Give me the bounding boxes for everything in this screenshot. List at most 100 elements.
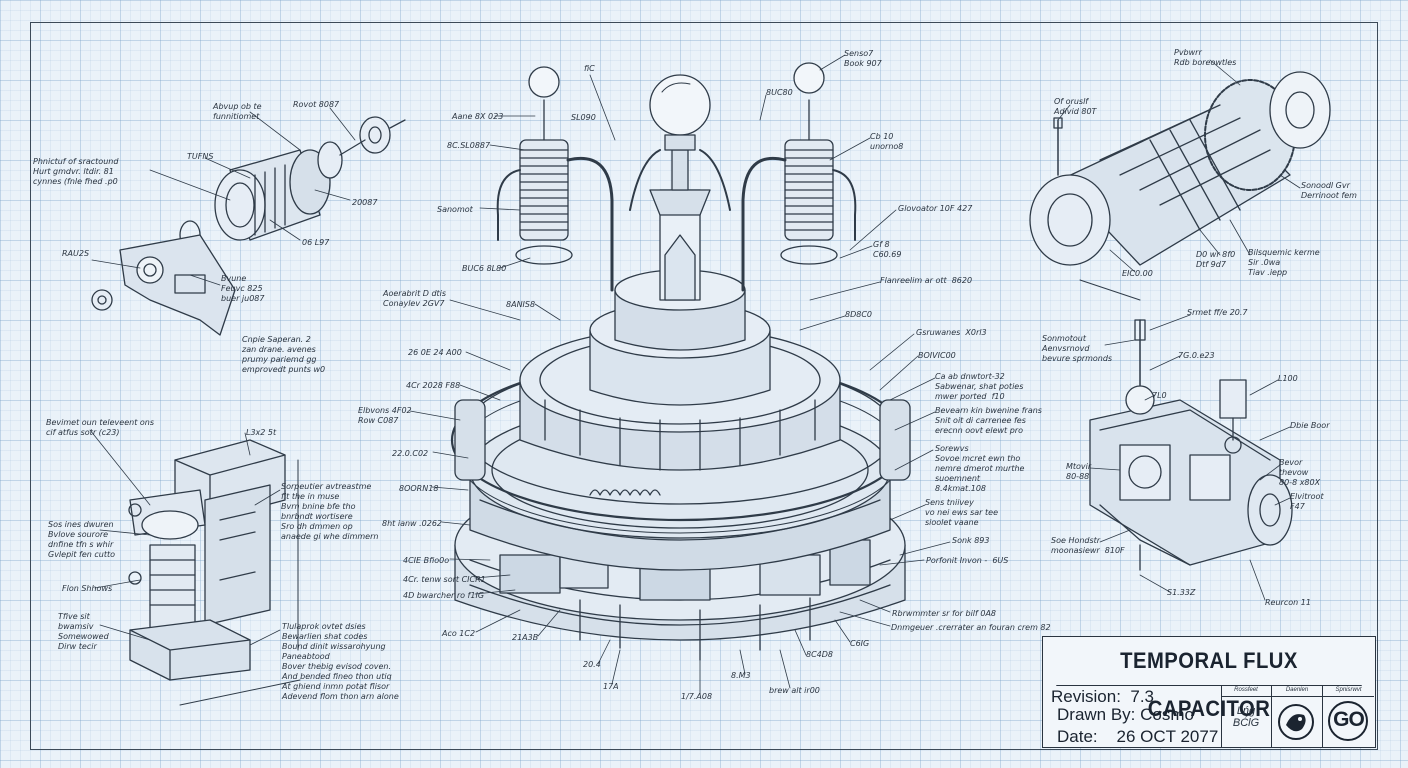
callout-label: Of oruslf Adivid 80T (1054, 97, 1097, 116)
callout-label: 4Cr. tenw sort CICR1 (403, 575, 486, 584)
go-logo-icon (1328, 701, 1368, 741)
drawing-frame (30, 22, 1378, 750)
callout-label: Elvitroot F47 (1290, 492, 1324, 511)
callout-label: Bilsquemic kerme Sir .0wa Tiav .iepp (1248, 248, 1320, 277)
callout-label: S1.33Z (1167, 588, 1196, 597)
callout-label: L3x2 5t (246, 428, 277, 437)
callout-label: 22.0.C02 (392, 449, 429, 458)
title-block-info: Revision: 7.3 Drawn By: Cosmo Date: 26 O… (1043, 685, 1222, 747)
callout-label: Cb 10 unorno8 (870, 132, 904, 151)
callout-label: C6IG (850, 639, 870, 648)
title-cell-2: Daenlen (1272, 685, 1323, 747)
callout-label: 8UC80 (766, 88, 793, 97)
callout-label: 26 0E 24 A00 (408, 348, 462, 357)
callout-label: Flanreelim ar ott 8620 (880, 276, 973, 285)
cell-header-3: Spnisrwvt (1323, 685, 1374, 697)
callout-label: RAU2S (62, 249, 90, 258)
cell-header-2: Daenlen (1272, 685, 1322, 697)
bottom-left-block-detail (128, 439, 301, 706)
cell-1-text: Lńg BĆlG (1232, 705, 1260, 729)
callout-label: 8ht ianw .0262 (382, 519, 443, 528)
callout-label: Srmet ff/e 20.7 (1187, 308, 1248, 317)
callout-label: SL090 (571, 113, 596, 122)
title-cell-3: Spnisrwvt GO (1323, 685, 1374, 747)
callout-label: Gsruwanes X0rl3 (916, 328, 987, 337)
callout-label: Sorpeutier avtreastme fit the in muse Bv… (281, 482, 379, 541)
callout-label: Bvune Feuvc 825 buer ju087 (221, 274, 265, 303)
callout-label: Soe Hondstr moonasiewr 810F (1051, 536, 1125, 555)
top-right-rotor-detail (1029, 71, 1331, 301)
callout-label: Porfonit Invon - 6US (926, 556, 1009, 565)
callout-label: 8C.SL0887 (447, 141, 491, 150)
callout-label: Tfive sit bwamsiv Somewowed Dirw tecir (58, 612, 109, 651)
callout-label: 8.M3 (731, 671, 751, 680)
callout-label: Bevor thevow 80-8 x80X (1279, 458, 1321, 487)
callout-label: 7G.0.e23 (1178, 351, 1215, 360)
callout-label: 7L0 (1152, 391, 1167, 400)
go-logo-text: GO (1333, 708, 1365, 731)
callout-label: 20087 (352, 198, 378, 207)
callout-label: TUFNS (187, 152, 214, 161)
callout-label: Cnpie Saperan. 2 zan drane. avenes prumy… (242, 335, 326, 374)
callout-label: Bevearn kin bwenine frans Snit oit di ca… (935, 406, 1042, 435)
title-cell-1: Rossfeet Lńg BĆlG (1221, 685, 1272, 747)
revision-label: Revision: 7.3 (1051, 687, 1154, 706)
bottom-right-drive-detail (1089, 319, 1293, 571)
date-label: Date: 26 OCT 2077 (1057, 727, 1219, 746)
top-left-coupling-detail (91, 116, 406, 336)
callout-label: Sonmotout Aenvsrnovd bevure sprmonds (1042, 334, 1113, 363)
cell-header-1: Rossfeet (1221, 685, 1271, 697)
callout-label: Glovoator 10F 427 (898, 204, 973, 213)
callout-label: Pvbwrr Rdb boreowtles (1174, 48, 1237, 67)
callout-label: Aoerabrit D dtis Conaylev 2GV7 (383, 289, 447, 308)
callout-label: Sos ines dwuren Bvlove sourore dnfine tf… (48, 520, 116, 559)
callout-label: brew alt ir00 (769, 686, 820, 695)
callout-label: 4Cr 2028 F88 (406, 381, 461, 390)
callout-label: 8D8C0 (845, 310, 873, 319)
callout-label: D0 wr 8f0 Dtf 9d7 (1196, 250, 1236, 269)
central-flux-core-assembly (450, 62, 911, 661)
callout-label: Dnmgeuer .crerrater an fouran crem 82 (891, 623, 1051, 632)
callout-label: Rovot 8087 (293, 100, 340, 109)
callout-label: L100 (1278, 374, 1298, 383)
callout-label: 8ANIS8 (506, 300, 536, 309)
callout-label: BUC6 8L80 (462, 264, 507, 273)
callout-label: EIC0.00 (1122, 269, 1153, 278)
callout-label: Sonoodl Gvr Derrinoot fem (1301, 181, 1357, 200)
title-block: TEMPORAL FLUX CAPACITOR Revision: 7.3 Dr… (1042, 636, 1376, 748)
callout-label: Senso7 Book 907 (844, 49, 882, 68)
callout-label: Flon Shhows (62, 584, 113, 593)
drawing-title: TEMPORAL FLUX CAPACITOR (1056, 637, 1362, 721)
callout-label: Aco 1C2 (442, 629, 476, 638)
callout-label: Dbie Boor (1290, 421, 1330, 430)
callout-label: Phnictuf of sractound Hurt gmdvr. ltdir.… (33, 157, 119, 186)
callout-label: BOIVIC00 (918, 351, 956, 360)
callout-label: 4D bwarcher ro f1IG (403, 591, 485, 600)
callout-label: 21A3B (512, 633, 539, 642)
callout-label: 8OORN18 (399, 484, 439, 493)
callout-label: 17A (603, 682, 619, 691)
callout-label: Mtovir 80-88 (1066, 462, 1092, 481)
callout-label: 8C4D8 (806, 650, 834, 659)
leader-lines (89, 54, 1301, 695)
callout-label: 06 L97 (302, 238, 330, 247)
callout-label: Sens tniivey vo nei ews sar tee sioolet … (925, 498, 998, 527)
callout-label: Aane 8X 023 (452, 112, 504, 121)
callout-label: Sanomot (437, 205, 473, 214)
drawn-by-label: Drawn By: Cosmo (1057, 705, 1194, 724)
mascot-logo-icon (1278, 704, 1314, 740)
callout-label: fiC (584, 64, 595, 73)
callout-label: 20.4 (583, 660, 601, 669)
callout-label: Bevimet oun televeent ons cif atfus sotr… (46, 418, 155, 437)
callout-label: Ca ab dnwtort-32 Sabwenar, shat poties m… (935, 372, 1024, 401)
callout-label: Rbrwmmter sr for bilf 0A8 (892, 609, 997, 618)
callout-label: Sorewvs Sovoe mcret ewn tho nemre dmerot… (935, 444, 1025, 493)
callout-label: Sonk 893 (952, 536, 990, 545)
callout-label: 4CIE Bfio0o (403, 556, 450, 565)
callout-label: Gf 8 C60.69 (873, 240, 902, 259)
callout-label: Reurcon 11 (1265, 598, 1311, 607)
callout-label: Tlulaprok ovtet dsies Bewarlien shat cod… (282, 622, 399, 701)
callout-label: Elbvons 4F02 Row C087 (358, 406, 412, 425)
